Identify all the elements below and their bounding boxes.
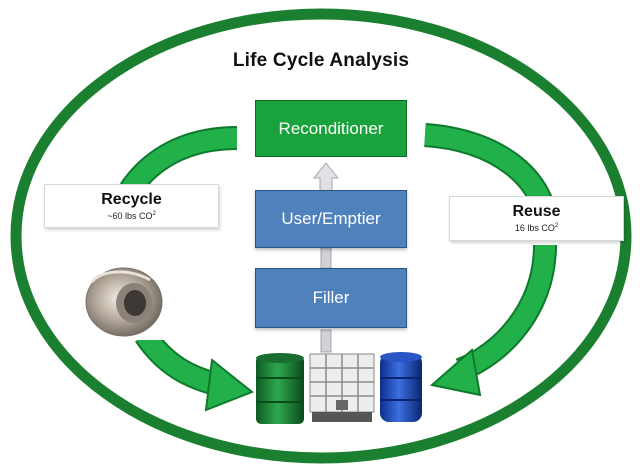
filler-box: Filler: [255, 268, 407, 328]
reconditioner-label: Reconditioner: [278, 118, 384, 138]
outer-ellipse: [10, 8, 632, 464]
reconditioner-box: Reconditioner: [255, 100, 407, 157]
reuse-value: 16 lbs CO2: [514, 223, 559, 233]
recycle-label: Recycle: [101, 191, 162, 208]
plastic-drum-image: [380, 352, 422, 422]
up-arrow: [312, 162, 340, 193]
steel-drum-image: [256, 353, 304, 424]
user-emptier-box: User/Emptier: [255, 190, 407, 248]
recycle-arrow-head: [204, 358, 254, 412]
reuse-label-box: Reuse 16 lbs CO2: [449, 196, 624, 241]
reuse-label: Reuse: [512, 203, 561, 220]
reuse-arrow-head: [429, 348, 482, 397]
steel-coil-image: [70, 262, 185, 340]
ibc-tote-image: [309, 353, 375, 422]
diagram-title: Life Cycle Analysis: [232, 50, 410, 71]
recycle-value: ~60 lbs CO2: [107, 211, 156, 221]
filler-label: Filler: [312, 288, 350, 307]
recycle-label-box: Recycle ~60 lbs CO2: [44, 184, 219, 228]
recycle-superscript: 2: [152, 211, 156, 217]
reuse-superscript: 2: [554, 223, 559, 229]
center-connector: [320, 247, 332, 269]
user-emptier-label: User/Emptier: [281, 209, 381, 228]
